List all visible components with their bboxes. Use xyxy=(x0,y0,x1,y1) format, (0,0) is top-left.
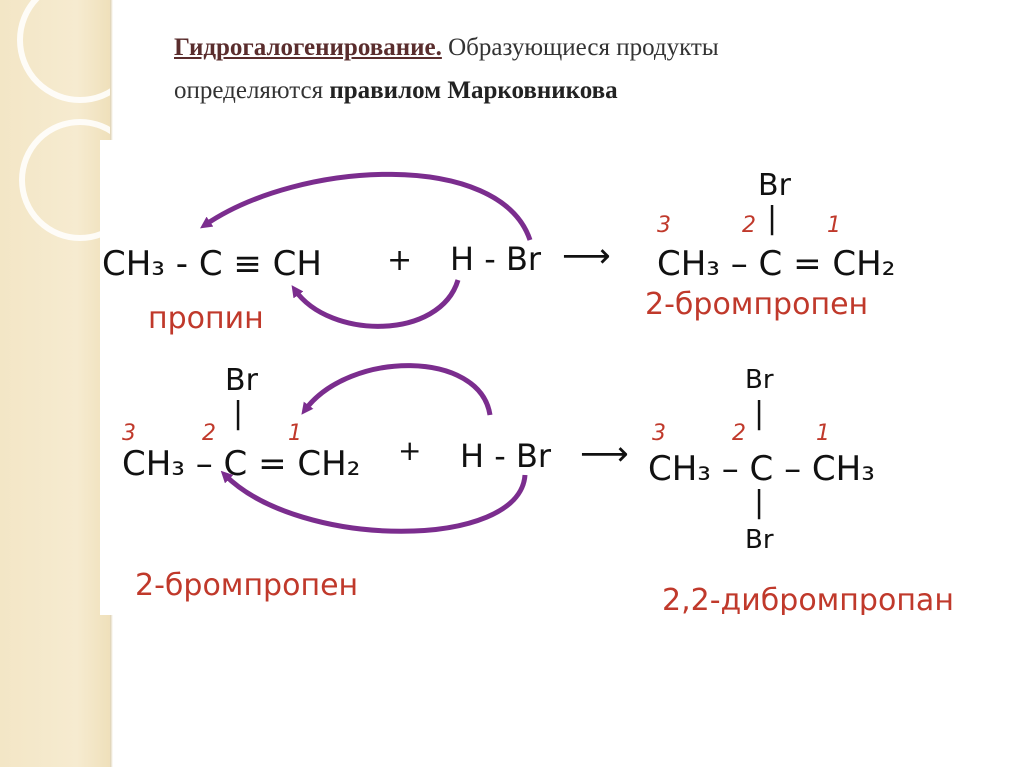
r2-reactant-bond: | xyxy=(233,396,243,431)
r2p-num-1: 1 xyxy=(816,421,830,446)
title-rule: правилом Марковникова xyxy=(329,77,618,104)
title-text: Образующиеся продукты xyxy=(441,34,719,61)
r2-num-2: 2 xyxy=(202,421,216,446)
reaction-scheme: CH₃ - C ≡ CH + H - Br ⟶ Br | 3 2 1 CH₃ –… xyxy=(100,140,1024,615)
slide-title: Гидрогалогенирование. Образующиеся проду… xyxy=(174,26,974,112)
r2-product-br-bottom: Br xyxy=(745,525,774,555)
r2-reactant: CH₃ – C = CH₂ xyxy=(122,444,360,484)
r2-reactant-name: 2-бромпропен xyxy=(135,568,358,603)
r2-product-br-top: Br xyxy=(745,365,774,395)
r1-num-1: 1 xyxy=(827,213,841,238)
decorative-side-band xyxy=(0,0,112,767)
reaction-scheme-svg: CH₃ - C ≡ CH + H - Br ⟶ Br | 3 2 1 CH₃ –… xyxy=(102,168,954,615)
r1-num-3: 3 xyxy=(657,213,671,238)
r2-num-3: 3 xyxy=(122,421,136,446)
r2p-num-2: 2 xyxy=(732,421,746,446)
r2-product-bond-bottom: | xyxy=(754,485,764,520)
r1-num-2: 2 xyxy=(742,213,756,238)
decorative-rings-icon xyxy=(17,0,112,241)
r2-product-name: 2,2-дибромпропан xyxy=(662,583,954,615)
r1-product-name: 2-бромпропен xyxy=(645,287,868,322)
title-line2-text: определяются xyxy=(174,77,330,104)
title-term: Гидрогалогенирование. xyxy=(174,34,442,61)
r1-reactant: CH₃ - C ≡ CH xyxy=(102,244,322,284)
r2-num-1: 1 xyxy=(288,421,302,446)
r1-reactant-name: пропин xyxy=(148,301,264,336)
r1-plus: + xyxy=(387,243,412,278)
r2-plus: + xyxy=(398,434,421,467)
electron-arrow-top-2 xyxy=(301,363,493,416)
r1-product-bond: | xyxy=(767,201,777,236)
r2-product-bond-top: | xyxy=(754,396,764,431)
r1-arrow: ⟶ xyxy=(562,236,611,276)
r1-reagent: H - Br xyxy=(450,240,542,278)
r2-arrow: ⟶ xyxy=(580,434,629,474)
electron-arrow-bottom-1 xyxy=(291,279,461,329)
r1-product: CH₃ – C = CH₂ xyxy=(657,244,895,284)
r2-product: CH₃ – C – CH₃ xyxy=(648,449,875,489)
electron-arrow-top-1 xyxy=(200,171,533,241)
r2-reactant-br: Br xyxy=(225,363,259,398)
r2-reagent: H - Br xyxy=(460,437,552,475)
electron-arrow-bottom-2 xyxy=(220,470,528,534)
r1-product-br: Br xyxy=(758,168,792,203)
r2p-num-3: 3 xyxy=(652,421,666,446)
